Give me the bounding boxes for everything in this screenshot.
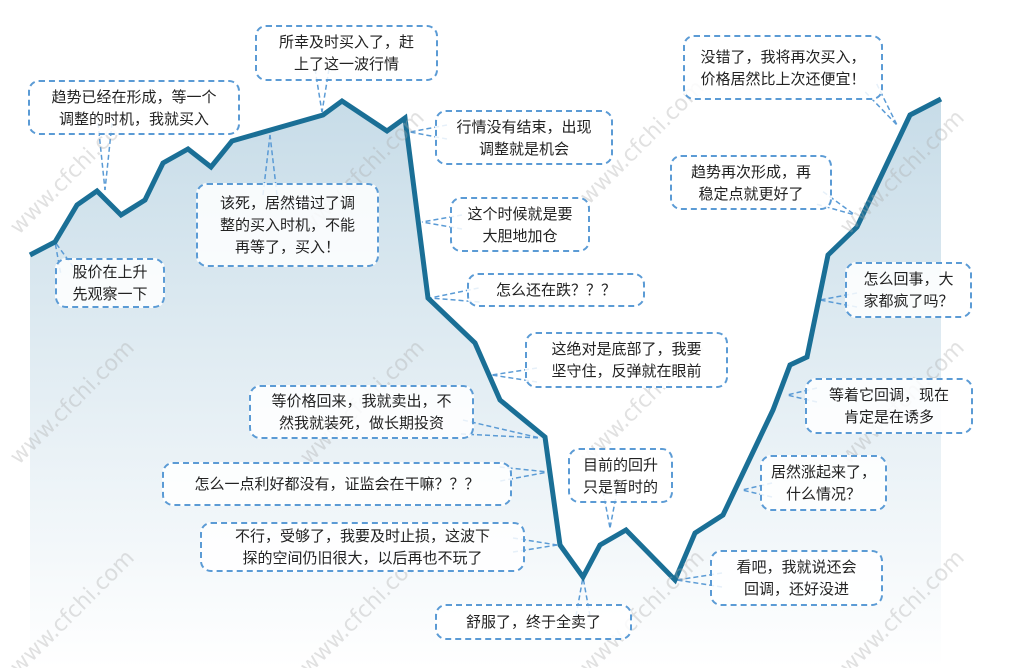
speech-bubble: 行情没有结束，出现调整就是机会 xyxy=(435,110,613,165)
bubble-text-line: 大胆地加仓 xyxy=(482,226,558,245)
speech-bubble: 等着它回调，现在肯定是在诱多 xyxy=(805,378,973,434)
bubble-text-line: 只是暂时的 xyxy=(582,477,658,496)
bubble-text-line: 趋势再次形成，再 xyxy=(690,162,811,181)
bubble-text-line: 怎么还在跌？？？ xyxy=(495,281,616,299)
bubble-tail xyxy=(741,482,773,491)
bubble-text-line: 上了这一波行情 xyxy=(293,55,399,73)
bubble-tail xyxy=(421,221,463,230)
bubble-text-line: 探的空间仍旧很大，以后再也不玩了 xyxy=(242,549,483,567)
speech-bubble: 怎么还在跌？？？ xyxy=(467,273,645,307)
bubble-text-line: 怎么回事，大 xyxy=(863,270,954,288)
bubble-text-line: 调整的时机，我就买入 xyxy=(58,109,209,128)
speech-bubble: 趋势再次形成，再稳定点就更好了 xyxy=(670,155,832,210)
bubble-tail xyxy=(582,576,591,617)
bubble-text-line: 目前的回升 xyxy=(582,455,658,474)
speech-bubble: 居然涨起来了， 什么情况？ xyxy=(760,455,887,511)
bubble-text-line: 家都疯了吗？ xyxy=(863,292,954,310)
speech-bubble: 等价格回来，我就卖出，不然我就装死，做长期投资 xyxy=(249,385,474,439)
speech-bubble: 怎么回事，大家都疯了吗？ xyxy=(845,262,972,318)
bubble-text-line: 不行，受够了，我要及时止损，这波下 xyxy=(234,527,490,545)
bubble-tail xyxy=(575,576,584,617)
bubble-tail xyxy=(54,241,75,268)
bubble-text-line: 稳定点就更好了 xyxy=(698,184,804,203)
bubble-tail xyxy=(409,124,448,133)
bubble-text-line: 居然涨起来了， xyxy=(770,463,876,481)
speech-bubble: 看吧，我就说还会回调，还好没进 xyxy=(710,550,883,606)
bubble-tail xyxy=(816,203,856,216)
bubble-tail xyxy=(321,68,330,113)
bubble-text-line: 这个时候就是要 xyxy=(467,204,573,223)
bubble-tail xyxy=(819,292,858,301)
bubble-text-line: 这绝对是底部了，我要 xyxy=(551,340,702,358)
speech-bubble: 目前的回升只是暂时的 xyxy=(568,448,673,503)
speech-bubble: 怎么一点利好都没有，证监会在干嘛？？？ xyxy=(162,462,512,506)
bubble-text-line: 该死，居然错过了调 xyxy=(219,194,355,212)
bubble-tail xyxy=(460,433,541,439)
speech-bubble: 这个时候就是要大胆地加仓 xyxy=(450,197,590,252)
speech-bubble: 所幸及时买入了，赶上了这一波行情 xyxy=(255,25,438,81)
bubble-tail xyxy=(462,419,541,439)
bubble-text-line: 什么情况？ xyxy=(785,485,861,503)
bubble-text-line: 怎么一点利好都没有，证监会在干嘛？？？ xyxy=(194,475,480,493)
bubble-text-line: 看吧，我就说还会 xyxy=(736,558,857,576)
bubble-text-line: 等价格回来，我就卖出，不 xyxy=(271,392,452,410)
bubble-text-line: 股价在上升 xyxy=(72,263,148,281)
bubble-tail xyxy=(741,489,773,498)
speech-bubble: 没错了，我将再次买入， 价格居然比上次还便宜！ xyxy=(683,35,883,100)
bubble-tail xyxy=(819,299,858,308)
price-line xyxy=(28,96,943,585)
bubble-tails xyxy=(54,68,898,617)
bubble-text-line: 再等了，买入！ xyxy=(234,238,340,256)
bubble-text-line: 肯定是在诱多 xyxy=(843,408,934,426)
bubble-tail xyxy=(786,387,818,396)
bubble-text-line: 价格居然比上次还便宜！ xyxy=(700,69,866,88)
speech-bubble: 不行，受够了，我要及时止损，这波下探的空间仍旧很大，以后再也不玩了 xyxy=(200,522,525,572)
bubble-text-line: 没错了，我将再次买入， xyxy=(700,47,866,66)
bubble-tail xyxy=(54,241,62,273)
speech-bubble: 舒服了，终于全卖了 xyxy=(435,604,632,640)
bubble-tail xyxy=(314,68,323,113)
bubble-tail xyxy=(421,214,463,223)
bubble-tail xyxy=(822,191,856,216)
bubble-text-line: 趋势已经在形成，等一个 xyxy=(51,87,217,106)
bubble-text-line: 调整就是机会 xyxy=(478,139,569,158)
bubble-tail xyxy=(609,490,618,529)
bubble-tail xyxy=(602,490,611,529)
bubble-tail xyxy=(786,394,818,403)
bubble-text-line: 回调，还好没进 xyxy=(743,580,849,598)
bubble-text-line: 然我就装死，做长期投资 xyxy=(278,414,444,432)
speech-bubble: 该死，居然错过了调整的买入时机，不能再等了，买入！ xyxy=(196,183,379,267)
bubble-tail xyxy=(409,131,448,140)
bubble-text-line: 整的买入时机，不能 xyxy=(219,216,355,234)
bubble-text-line: 坚守住，反弹就在眼前 xyxy=(551,362,702,380)
bubble-text-line: 等着它回调，现在 xyxy=(828,386,949,404)
bubble-text-line: 先观察一下 xyxy=(72,285,148,303)
speech-bubble: 趋势已经在形成，等一个调整的时机，我就买入 xyxy=(28,80,240,135)
bubble-text-line: 所幸及时买入了，赶 xyxy=(278,33,414,51)
speech-bubble: 这绝对是底部了，我要坚守住，反弹就在眼前 xyxy=(525,332,728,388)
bubble-text-line: 舒服了，终于全卖了 xyxy=(465,613,601,631)
bubble-text-line: 行情没有结束，出现 xyxy=(456,117,592,136)
speech-bubble: 股价在上升先观察一下 xyxy=(55,258,165,308)
